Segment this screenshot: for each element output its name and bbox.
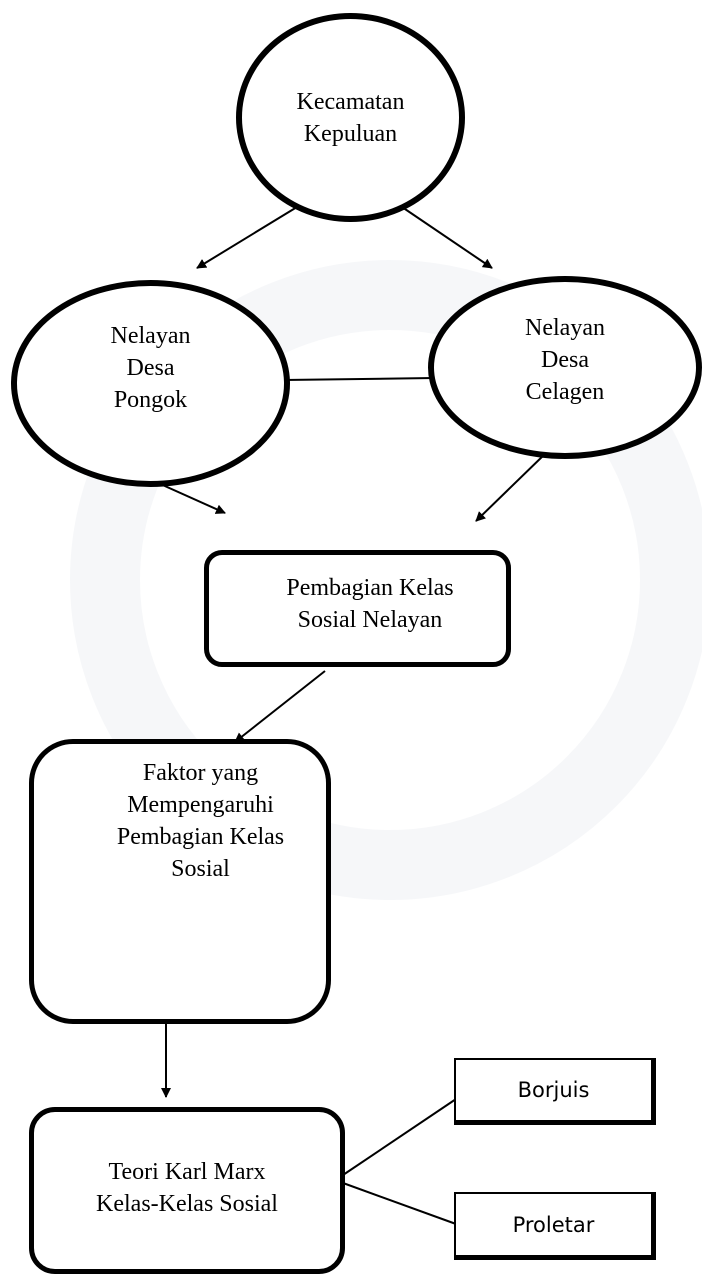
arrow-kecamatan-to-pongok: [196, 206, 298, 269]
node-pongok-label: Nelayan Desa Pongok: [110, 323, 191, 413]
node-celagen-label: Nelayan Desa Celagen: [525, 315, 605, 405]
node-pembagian-label: Pembagian Kelas Sosial Nelayan: [286, 575, 454, 633]
line-teori-to-borjuis: [342, 1096, 460, 1176]
node-nelayan-desa-celagen: [428, 276, 702, 459]
node-kecamatan-kepuluan: [236, 13, 465, 222]
arrow-celagen-to-pembagian: [475, 451, 548, 522]
node-nelayan-desa-pongok: [11, 280, 290, 487]
node-teori-karl-marx: [29, 1107, 345, 1274]
node-faktor-yang-mempengaruhi: [29, 739, 331, 1024]
node-kecamatan-label: Kecamatan Kepuluan: [296, 89, 405, 147]
line-pongok-celagen: [283, 377, 435, 381]
node-faktor-label: Faktor yang Mempengaruhi Pembagian Kelas…: [116, 760, 285, 882]
arrow-pembagian-to-faktor: [234, 670, 326, 743]
node-borjuis: Borjuis: [454, 1058, 656, 1125]
line-teori-to-proletar: [342, 1182, 457, 1225]
arrow-kecamatan-to-celagen: [401, 206, 493, 269]
node-proletar: Proletar: [454, 1192, 656, 1260]
node-teori-label: Teori Karl Marx Kelas-Kelas Sosial: [96, 1159, 278, 1217]
node-pembagian-kelas-sosial-nelayan: [204, 550, 511, 667]
